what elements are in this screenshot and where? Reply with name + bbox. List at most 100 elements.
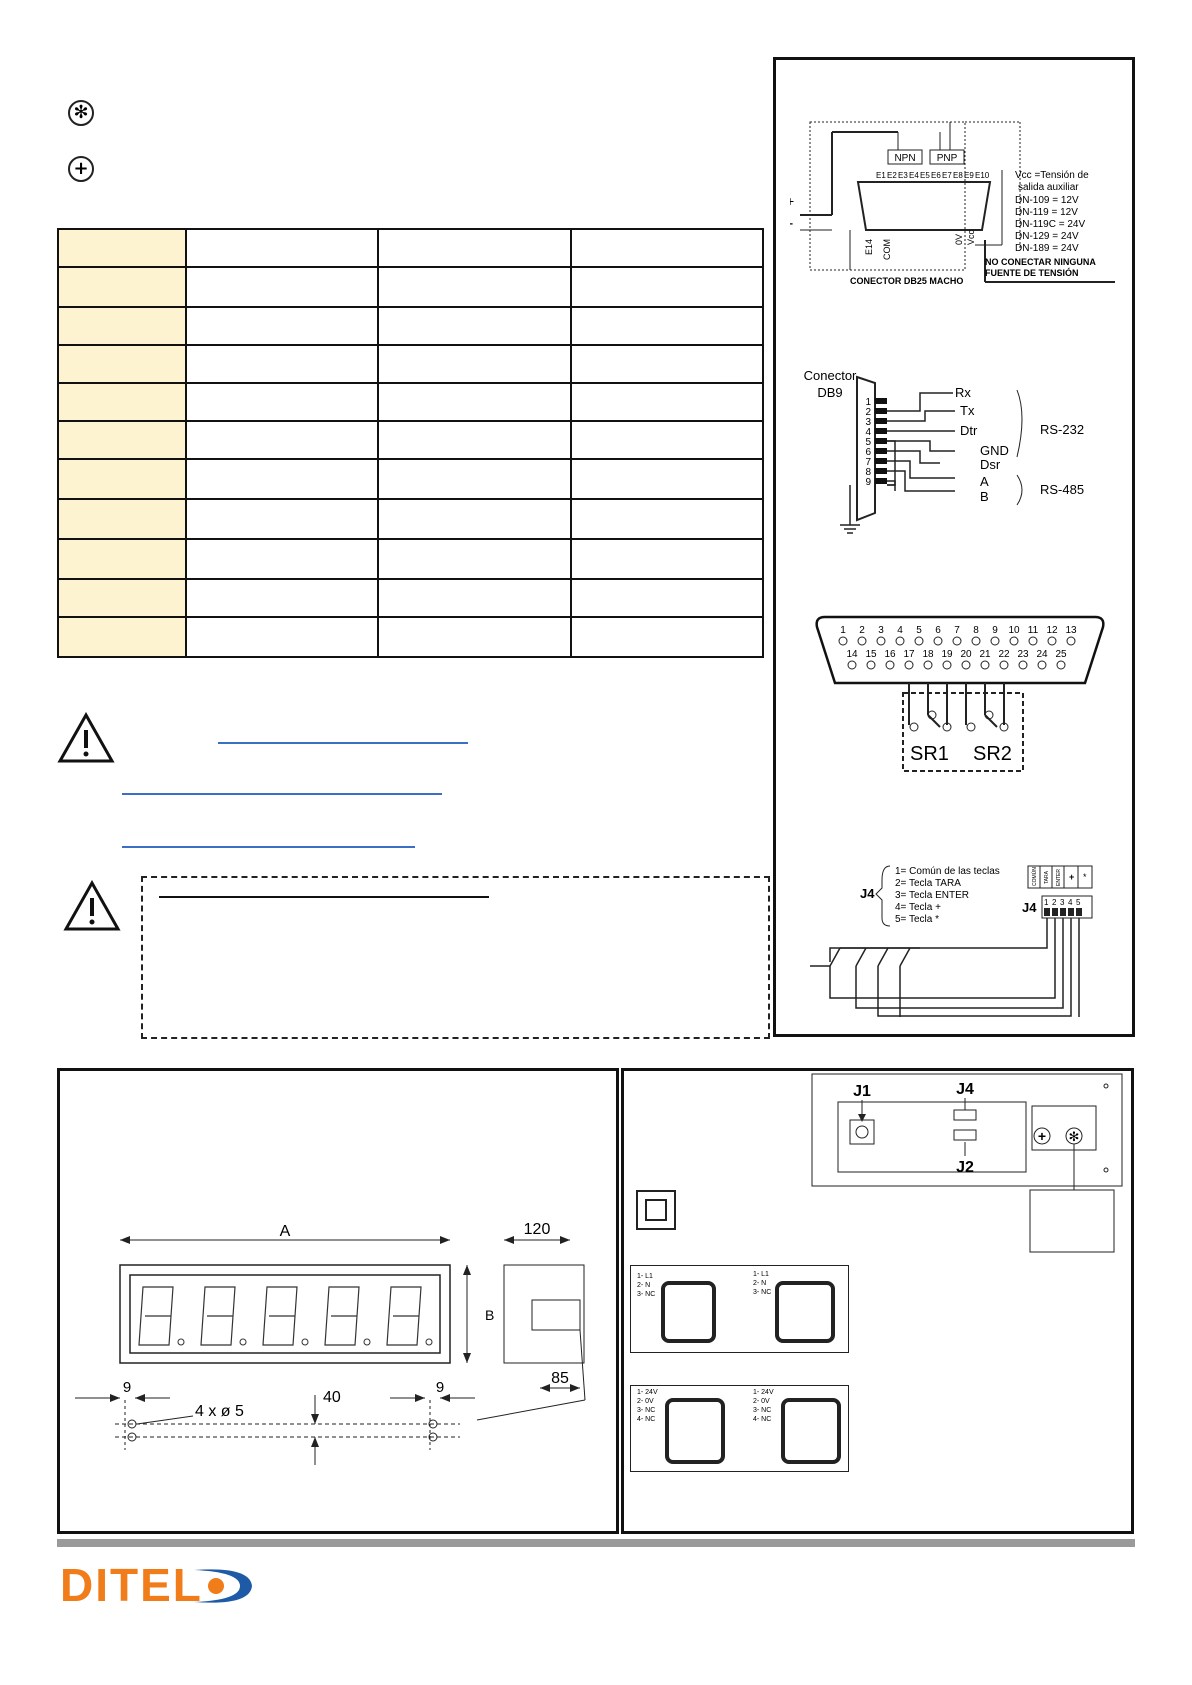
svg-text:3: 3 bbox=[1060, 898, 1065, 907]
svg-text:2: 2 bbox=[1052, 898, 1057, 907]
asterisk-button-icon: ✻ bbox=[1069, 1129, 1080, 1144]
holes-label: 4 x ø 5 bbox=[195, 1403, 244, 1420]
dim-b: B bbox=[485, 1307, 494, 1323]
db9-title-2: DB9 bbox=[817, 385, 842, 400]
rs485-label: RS-485 bbox=[1040, 482, 1084, 497]
svg-text:17: 17 bbox=[903, 649, 915, 660]
link-underline[interactable] bbox=[122, 793, 442, 795]
warning-icon bbox=[63, 880, 121, 931]
footer-divider bbox=[57, 1539, 1135, 1547]
dim-a: A bbox=[280, 1223, 291, 1240]
svg-text:1: 1 bbox=[840, 625, 846, 636]
svg-text:2: 2 bbox=[859, 625, 865, 636]
svg-text:COMÚN: COMÚN bbox=[1031, 867, 1038, 886]
svg-text:3= Tecla ENTER: 3= Tecla ENTER bbox=[895, 890, 969, 901]
ac-connector-left bbox=[661, 1281, 716, 1343]
model-voltage: DN-189 = 24V bbox=[1015, 243, 1079, 254]
svg-text:5: 5 bbox=[916, 625, 922, 636]
connections-panel bbox=[773, 57, 1135, 1037]
svg-text:7: 7 bbox=[865, 457, 871, 468]
svg-text:6: 6 bbox=[935, 625, 941, 636]
plus-key-icon: + bbox=[68, 156, 94, 182]
vcc-note-1: Vcc =Tensión de bbox=[1015, 170, 1089, 181]
board-panel bbox=[621, 1068, 1134, 1534]
svg-text:8: 8 bbox=[865, 467, 871, 478]
sr1-label: SR1 bbox=[910, 743, 949, 765]
signal-gnd: GND bbox=[980, 443, 1009, 458]
svg-text:9: 9 bbox=[992, 625, 998, 636]
svg-text:E2: E2 bbox=[887, 171, 897, 180]
link-underline[interactable] bbox=[122, 846, 415, 848]
svg-text:5: 5 bbox=[1076, 898, 1081, 907]
svg-text:1: 1 bbox=[1044, 898, 1049, 907]
signal-a: A bbox=[980, 474, 989, 489]
svg-text:1: 1 bbox=[865, 397, 871, 408]
svg-text:E6: E6 bbox=[931, 171, 941, 180]
svg-text:4= Tecla +: 4= Tecla + bbox=[895, 902, 941, 913]
spec-table bbox=[57, 228, 765, 658]
rs232-label: RS-232 bbox=[1040, 422, 1084, 437]
ac-connector-right bbox=[775, 1281, 835, 1343]
svg-text:E5: E5 bbox=[920, 171, 930, 180]
svg-text:E10: E10 bbox=[975, 171, 990, 180]
signal-dtr: Dtr bbox=[960, 423, 978, 438]
svg-text:+: + bbox=[1069, 872, 1074, 882]
j4-board-label: J4 bbox=[956, 1081, 974, 1098]
svg-text:5: 5 bbox=[865, 437, 871, 448]
table-header-cell bbox=[57, 228, 187, 268]
dim-40: 40 bbox=[323, 1389, 341, 1406]
dimensions-panel bbox=[57, 1068, 619, 1534]
dim-9-left: 9 bbox=[123, 1379, 131, 1396]
plus-sign: + bbox=[790, 193, 794, 209]
e14-label: E14 bbox=[864, 239, 874, 255]
svg-text:2= Tecla TARA: 2= Tecla TARA bbox=[895, 878, 961, 889]
svg-text:6: 6 bbox=[865, 447, 871, 458]
j4-keys-diagram: J4 1= Común de las teclas 2= Tecla TARA … bbox=[810, 865, 1093, 1017]
warning-line-1: NO CONECTAR NINGUNA bbox=[985, 257, 1096, 267]
db9-serial-diagram: Conector DB9 1 2 3 4 5 6 7 8 9 Rx Tx Dtr… bbox=[804, 368, 1084, 534]
svg-text:E3: E3 bbox=[898, 171, 908, 180]
dim-120: 120 bbox=[524, 1221, 551, 1238]
svg-text:E1: E1 bbox=[876, 171, 886, 180]
svg-text:ENTER: ENTER bbox=[1056, 869, 1062, 886]
dc-connector-left bbox=[665, 1398, 725, 1464]
svg-text:4: 4 bbox=[1068, 898, 1073, 907]
warning-note-box bbox=[141, 876, 770, 1039]
svg-text:10: 10 bbox=[1008, 625, 1020, 636]
svg-text:14: 14 bbox=[846, 649, 858, 660]
signal-dsr: Dsr bbox=[980, 457, 1001, 472]
svg-text:*: * bbox=[1083, 872, 1087, 882]
svg-text:E7: E7 bbox=[942, 171, 952, 180]
link-underline[interactable] bbox=[218, 742, 468, 744]
warning-line-2: FUENTE DE TENSIÓN bbox=[985, 267, 1079, 278]
warning-icon bbox=[57, 712, 115, 763]
dimensions-diagram: A B 120 85 9 9 4 x ø 5 40 bbox=[75, 1221, 586, 1465]
svg-text:2: 2 bbox=[865, 407, 871, 418]
sr2-label: SR2 bbox=[973, 743, 1012, 765]
model-voltage: DN-119 = 12V bbox=[1015, 207, 1078, 218]
model-voltage: DN-119C = 24V bbox=[1015, 219, 1085, 230]
svg-text:13: 13 bbox=[1065, 625, 1077, 636]
db25-caption: CONECTOR DB25 MACHO bbox=[850, 276, 963, 286]
ditel-logo-text: DITEL bbox=[60, 1559, 203, 1611]
model-voltage: DN-109 = 12V bbox=[1015, 195, 1079, 206]
signal-tx: Tx bbox=[960, 403, 975, 418]
vcc-note-2: salida auxiliar bbox=[1018, 182, 1079, 193]
svg-text:12: 12 bbox=[1046, 625, 1058, 636]
svg-text:24: 24 bbox=[1036, 649, 1048, 660]
dim-9-right: 9 bbox=[436, 1379, 444, 1396]
npn-label: NPN bbox=[894, 153, 915, 164]
j4-label-left: J4 bbox=[860, 886, 875, 901]
j1-label: J1 bbox=[853, 1083, 871, 1100]
dim-85: 85 bbox=[551, 1370, 569, 1387]
plus-button-icon: + bbox=[1038, 1128, 1046, 1144]
j4-label-right: J4 bbox=[1022, 900, 1037, 915]
square-symbol-icon bbox=[636, 1190, 676, 1230]
svg-text:5= Tecla *: 5= Tecla * bbox=[895, 914, 939, 925]
svg-text:E9: E9 bbox=[964, 171, 974, 180]
svg-text:4: 4 bbox=[897, 625, 903, 636]
svg-text:20: 20 bbox=[960, 649, 972, 660]
